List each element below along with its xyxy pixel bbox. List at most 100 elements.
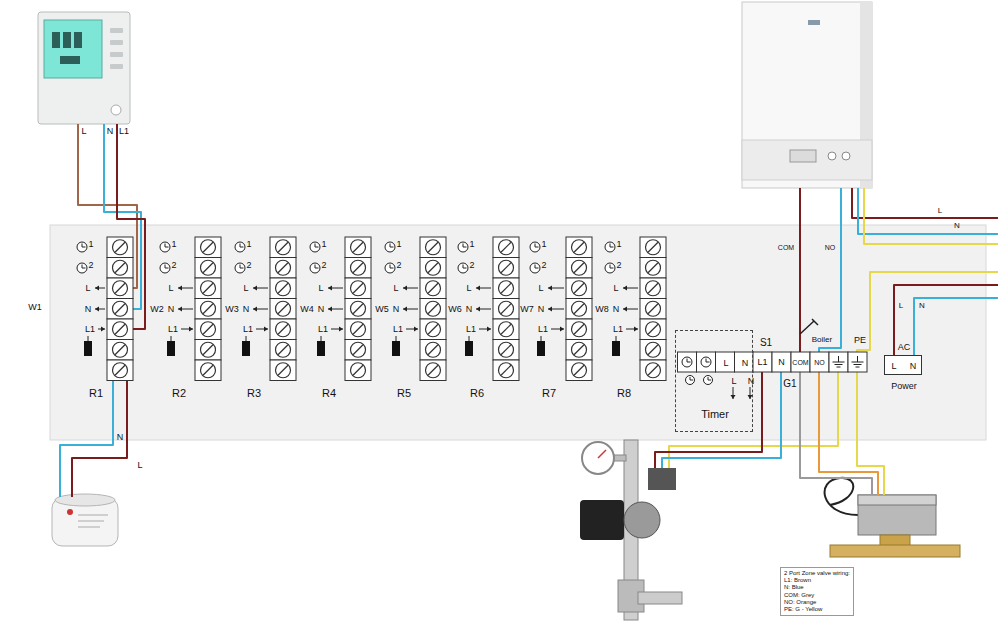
gauge-needle bbox=[598, 450, 606, 458]
terminal-blocks bbox=[77, 237, 867, 399]
terminal-cell bbox=[493, 360, 519, 381]
arrow-head bbox=[178, 286, 182, 291]
resistor-lead bbox=[246, 336, 247, 341]
terminal-cell bbox=[345, 299, 371, 320]
terminal-screw bbox=[351, 281, 366, 296]
terminal-cell bbox=[345, 258, 371, 279]
clock-hand bbox=[687, 359, 688, 363]
wire-no bbox=[819, 372, 878, 495]
terminal-cell bbox=[810, 352, 829, 372]
lcd-segment bbox=[63, 32, 71, 48]
terminal-cell bbox=[640, 278, 666, 299]
terminal-label: L1 bbox=[538, 325, 548, 334]
screw-slot bbox=[428, 263, 438, 273]
terminal-cell bbox=[640, 258, 666, 279]
wire-live bbox=[894, 285, 998, 355]
terminal-screw bbox=[499, 281, 514, 296]
terminal-label: L1 bbox=[757, 358, 767, 367]
valve-pipe bbox=[830, 545, 960, 557]
arrow-head bbox=[403, 307, 407, 312]
terminal-screw bbox=[572, 363, 587, 378]
terminal-label: N bbox=[919, 302, 925, 310]
terminal-label: N bbox=[168, 305, 175, 314]
terminal-screw bbox=[426, 281, 441, 296]
terminal-cell bbox=[195, 360, 221, 381]
valve-actuator bbox=[858, 495, 936, 535]
terminal-label: 1 bbox=[541, 240, 546, 249]
clock-symbol bbox=[458, 242, 468, 252]
terminal-label: R7 bbox=[542, 388, 556, 399]
clock-symbol bbox=[686, 376, 695, 385]
note-line: L1: Brown bbox=[784, 577, 850, 584]
screw-slot bbox=[353, 365, 363, 375]
terminal-cell bbox=[420, 237, 446, 258]
arrow-head bbox=[95, 286, 99, 291]
wire-neutral bbox=[104, 124, 141, 309]
note-line: COM: Grey bbox=[784, 592, 850, 599]
screw-slot bbox=[203, 345, 213, 355]
actuator-print bbox=[78, 521, 104, 522]
clock-hand bbox=[535, 268, 539, 269]
terminal-screw bbox=[276, 260, 291, 275]
screw-slot bbox=[278, 283, 288, 293]
terminal-label: W2 bbox=[150, 305, 164, 314]
screw-slot bbox=[574, 365, 584, 375]
clock-hand bbox=[390, 265, 391, 269]
resistor-lead bbox=[171, 336, 172, 341]
boiler-control-panel bbox=[742, 140, 872, 180]
terminal-cell bbox=[829, 352, 848, 372]
clock-hand bbox=[315, 268, 319, 269]
clock-hand bbox=[610, 265, 611, 269]
terminal-cell bbox=[493, 237, 519, 258]
clock-hand bbox=[390, 268, 394, 269]
arrow-head bbox=[634, 327, 638, 332]
clock-symbol bbox=[310, 263, 320, 273]
terminal-screw bbox=[646, 363, 661, 378]
clock-hand bbox=[82, 244, 83, 248]
terminal-cell bbox=[566, 258, 592, 279]
terminal-label: W4 bbox=[300, 305, 314, 314]
screw-slot bbox=[115, 365, 125, 375]
terminal-cell bbox=[716, 352, 735, 372]
terminal-label: L bbox=[899, 302, 903, 310]
clock-symbol bbox=[704, 376, 713, 385]
arrow-head bbox=[328, 307, 332, 312]
terminal-label: W7 bbox=[520, 305, 534, 314]
resistor-lead bbox=[321, 336, 322, 341]
terminal-label: R8 bbox=[617, 388, 631, 399]
pump-motor bbox=[580, 500, 624, 540]
screw-slot bbox=[501, 304, 511, 314]
resistor-lead bbox=[469, 336, 470, 341]
clock-hand bbox=[610, 244, 611, 248]
terminal-cell bbox=[566, 299, 592, 320]
terminal-cell bbox=[107, 237, 133, 258]
clock-symbol bbox=[385, 263, 395, 273]
terminal-screw bbox=[572, 322, 587, 337]
arrow-head bbox=[189, 327, 193, 332]
arrow-head bbox=[560, 327, 564, 332]
terminal-label: 2 bbox=[88, 261, 93, 270]
clock-symbol bbox=[605, 242, 615, 252]
terminal-label: L bbox=[393, 284, 398, 293]
terminal-screw bbox=[351, 260, 366, 275]
screw-slot bbox=[428, 345, 438, 355]
screw-slot bbox=[115, 304, 125, 314]
boiler-body bbox=[742, 2, 872, 188]
note-heading: 2 Port Zone valve wiring: bbox=[784, 570, 850, 577]
screw-slot bbox=[203, 304, 213, 314]
terminal-cell bbox=[345, 340, 371, 361]
arrow-head bbox=[101, 327, 105, 332]
terminal-label: R3 bbox=[247, 388, 261, 399]
boiler-display bbox=[790, 150, 816, 162]
resistor-symbol bbox=[537, 341, 545, 356]
screw-slot bbox=[278, 365, 288, 375]
clock-hand bbox=[315, 265, 316, 269]
wire-neutral bbox=[914, 298, 998, 355]
terminal-screw bbox=[276, 322, 291, 337]
clock-symbol bbox=[701, 357, 711, 367]
terminal-cell bbox=[753, 352, 772, 372]
terminal-cell bbox=[420, 340, 446, 361]
wire-live bbox=[78, 124, 137, 288]
screw-slot bbox=[278, 345, 288, 355]
terminal-cell bbox=[493, 319, 519, 340]
